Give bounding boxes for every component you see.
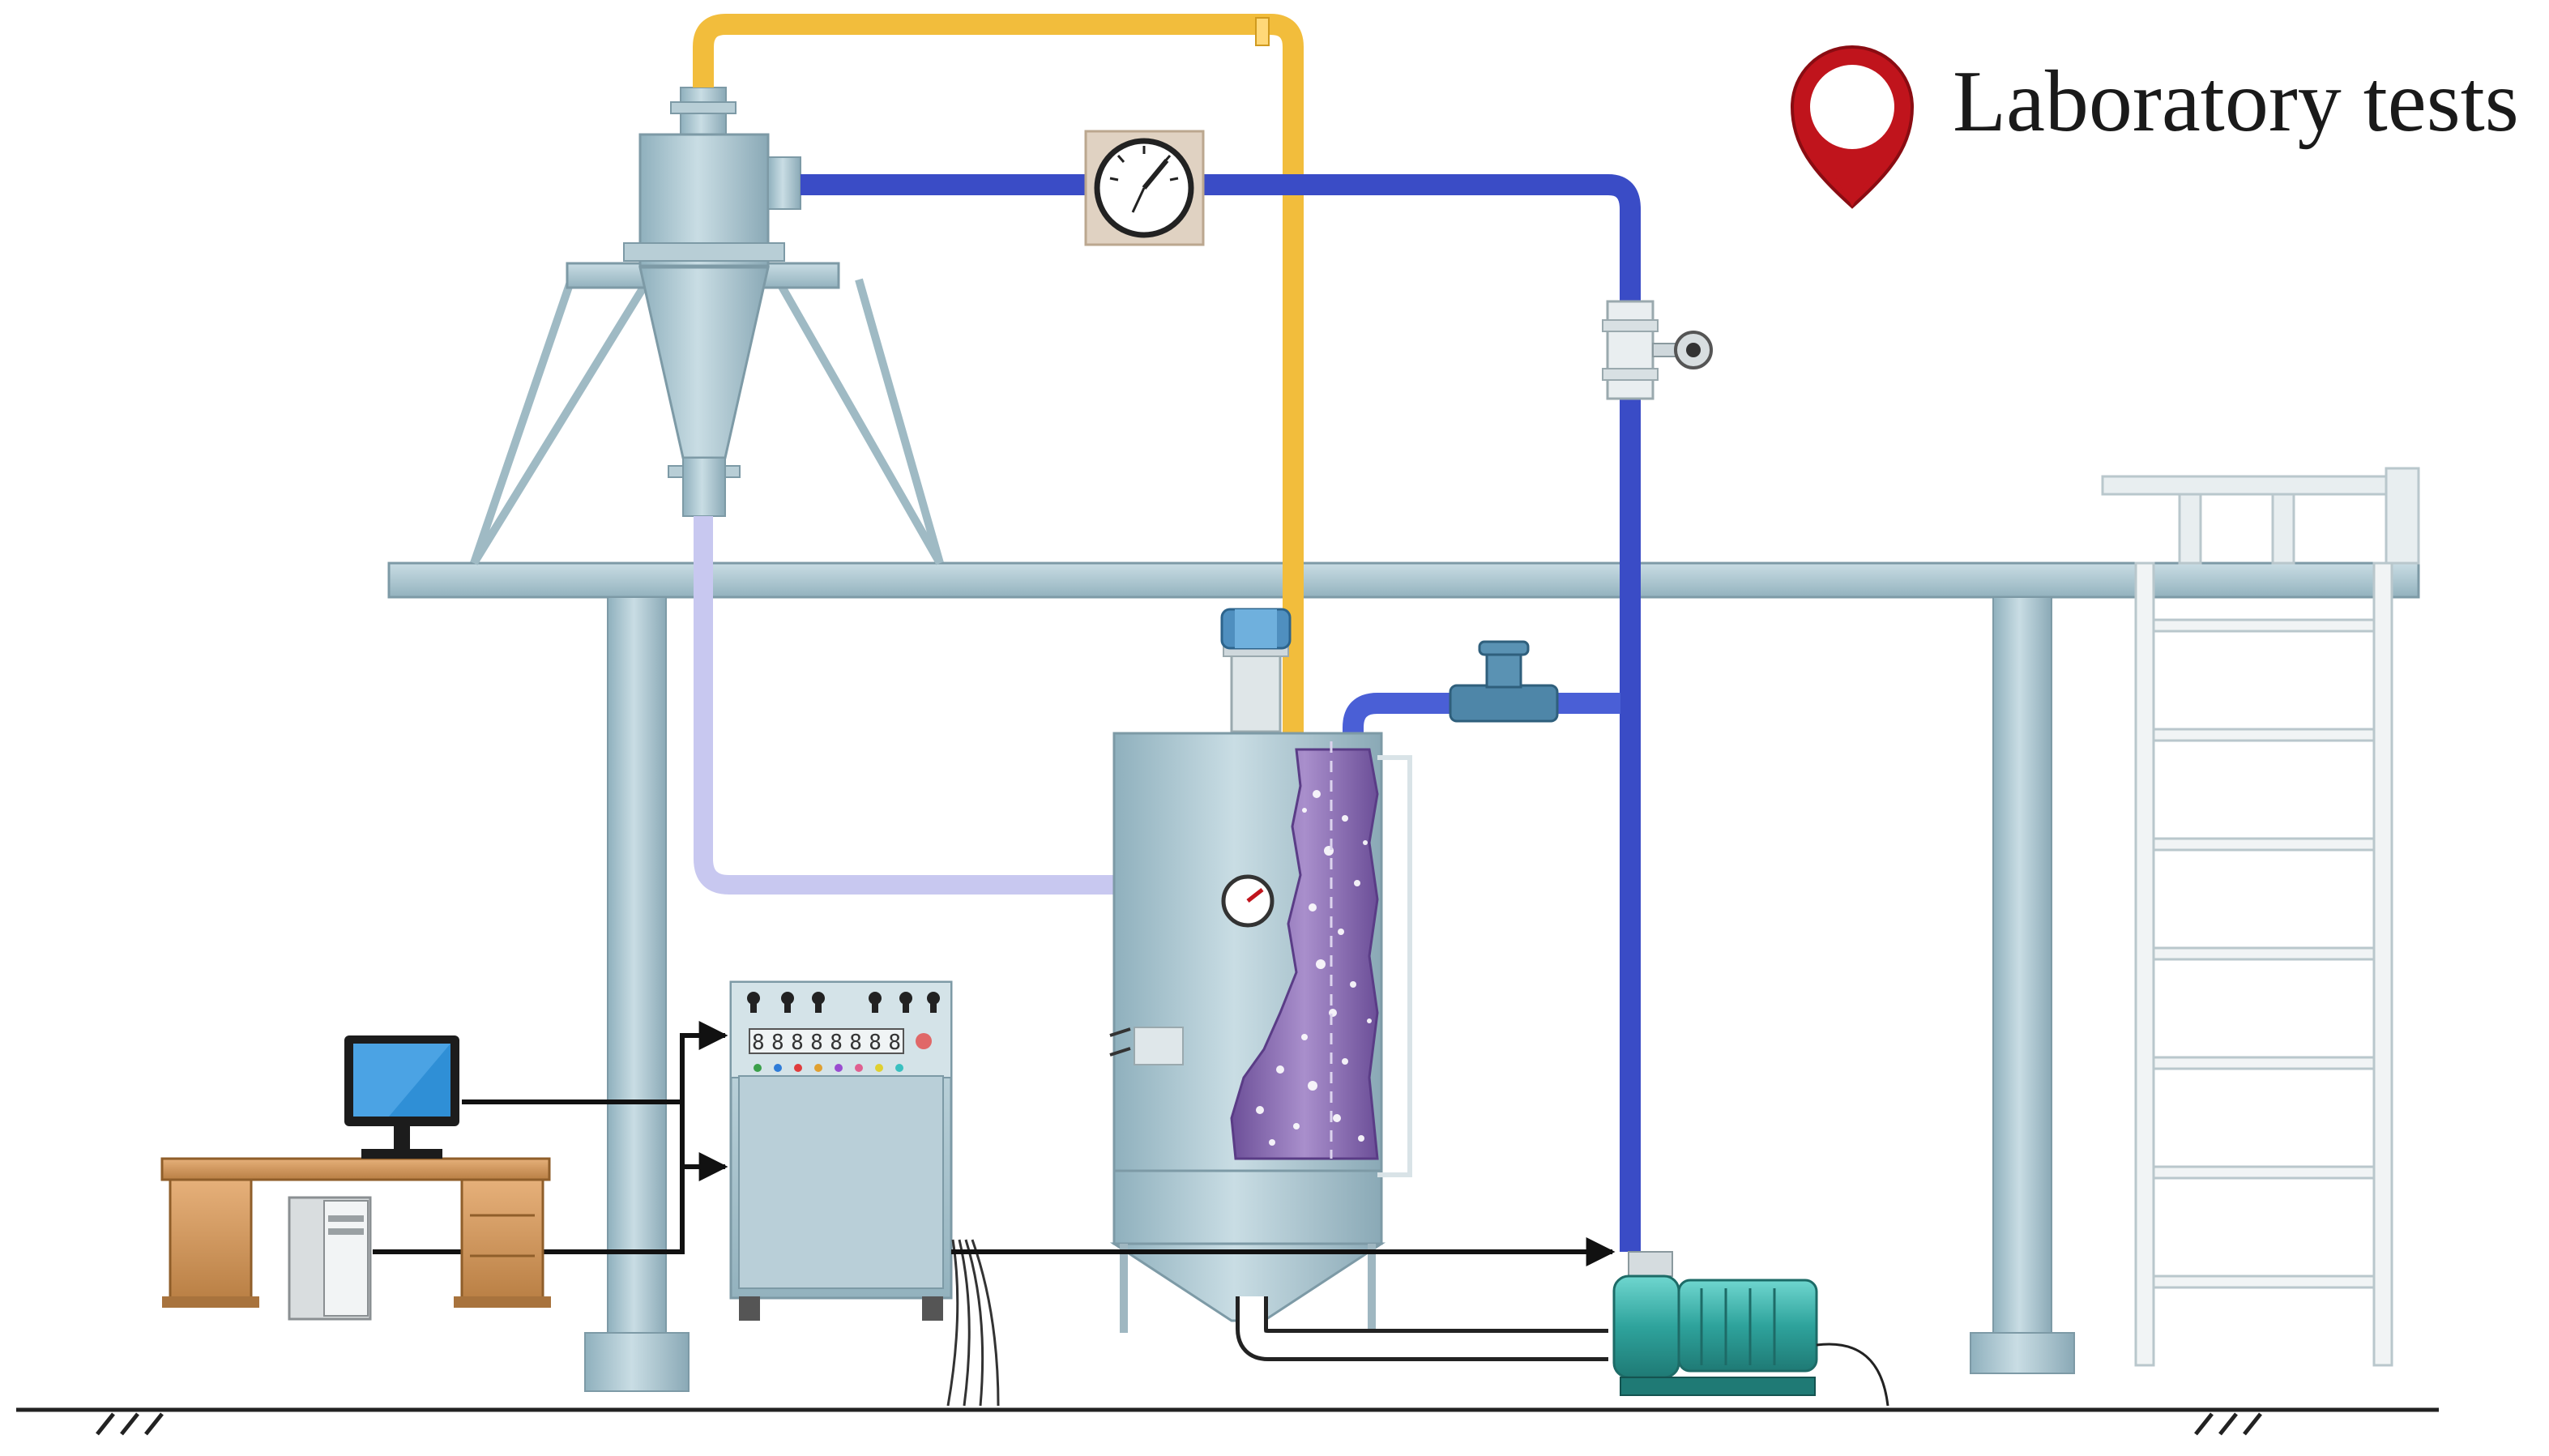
platform: [387, 561, 2420, 1392]
railing: [2101, 467, 2420, 565]
ground: [16, 1407, 2439, 1436]
bubbles: [1256, 790, 1372, 1146]
map-pin-icon: [1790, 45, 1915, 209]
return-pipe: [694, 516, 1114, 895]
computer-monitor-icon: [344, 1035, 459, 1159]
water-branch-pipe: [1343, 693, 1620, 741]
motor-icon: [1220, 608, 1292, 733]
flotation-column-icon: [1109, 608, 1412, 1333]
signal-lines: [373, 1021, 1616, 1266]
pc-tower-icon: [288, 1196, 372, 1321]
water-pipe: [801, 174, 1641, 1252]
ground-hatch-icon: [96, 1412, 2262, 1436]
cyclone-separator-icon: [470, 87, 944, 566]
feed-pipe: [693, 14, 1304, 733]
flowmeter-icon: [1602, 300, 1713, 400]
ladder-icon: [2134, 561, 2393, 1367]
control-cabinet-icon: 88888888: [729, 980, 1000, 1407]
valve-icon: [1449, 640, 1559, 723]
legend-label: Laboratory tests: [1953, 53, 2519, 150]
cabinet-knobs: [747, 992, 940, 1013]
platform-column-left: [584, 596, 690, 1392]
platform-column-right: [1970, 596, 2075, 1374]
pressure-gauge-icon: [1084, 130, 1205, 246]
water-pump-icon: [1236, 1251, 1889, 1407]
desk-icon: [160, 1157, 551, 1308]
